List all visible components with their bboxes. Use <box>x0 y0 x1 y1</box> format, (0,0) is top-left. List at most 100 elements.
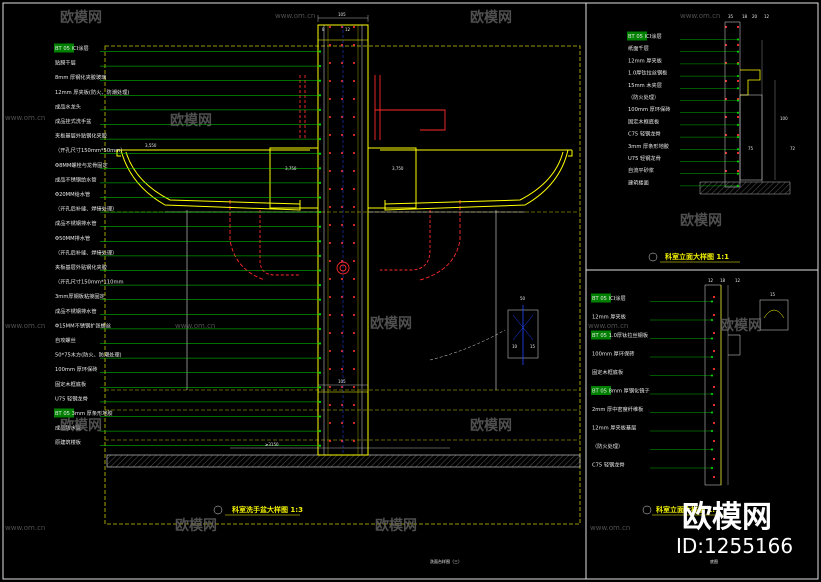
main-leader-dot-12 <box>318 225 322 228</box>
main-leader-dot-21 <box>318 356 322 360</box>
main-label-17: 3mm厚钢板粘接固定 <box>55 292 105 300</box>
watermark-brand-9: 欧模网 <box>375 517 417 534</box>
right-bottom-leader-dot-8 <box>710 448 714 451</box>
corner-id: ID:1255166 <box>676 534 793 558</box>
small-dim-a: 50 <box>520 296 526 301</box>
dim-top-a: 8 <box>322 27 325 32</box>
material-tag-box <box>627 31 647 41</box>
right-bottom-dim-2: 12 <box>735 278 741 283</box>
right-bottom-leader-dot-5 <box>710 392 714 396</box>
main-leader-dot-15 <box>318 269 322 272</box>
watermark-brand-2: 欧模网 <box>470 9 512 26</box>
watermark-url-7: www.om.cn <box>5 524 45 532</box>
watermark-brand-8: 欧模网 <box>175 517 217 534</box>
watermark-url-6: www.om.cn <box>5 114 45 122</box>
main-leader-dot-22 <box>318 371 322 374</box>
right-top-leader-dot-1 <box>736 50 740 53</box>
main-scale-note: 洗面台样图（三） <box>430 558 462 564</box>
right-top-label-6: 100mm 厚环保砖 <box>628 105 670 113</box>
main-label-3: 12mm 厚夹板(防火、防潮处理) <box>55 88 129 96</box>
dim-bottom-total: ≥3150 <box>265 442 279 447</box>
right-top-leader-dot-8 <box>736 136 740 139</box>
right-bottom-leader-dot-3 <box>710 355 714 359</box>
main-label-6: 夹板基层外贴钢化夹胶 <box>55 132 107 140</box>
sink-dim-right: 3,750 <box>392 166 404 171</box>
floor-slab <box>106 454 581 468</box>
watermark-layer: 欧模网 www.om.cn 欧模网 www.om.cn 欧模网 欧模网 www.… <box>5 9 762 534</box>
main-leader-dot-4 <box>318 108 322 112</box>
material-tag-box <box>591 330 611 340</box>
watermark-brand-10: 欧模网 <box>720 317 762 334</box>
main-leader-dot-26 <box>318 429 322 433</box>
main-label-4: 成品水龙头 <box>55 102 81 110</box>
main-leader-dot-18 <box>318 313 322 316</box>
main-leader-dot-3 <box>318 94 322 97</box>
right-bottom-label-0: BT 05 ICI涂层 <box>592 294 626 302</box>
right-bottom-drawing <box>704 284 789 486</box>
right-top-dim-2: 20 <box>752 14 758 19</box>
sink-basin <box>116 147 573 211</box>
main-leader-dot-20 <box>318 342 322 345</box>
main-leader-dot-17 <box>318 298 322 301</box>
right-top-label-8: C75 轻钢龙骨 <box>628 130 661 138</box>
main-label-0: BT 05 ICI涂层 <box>55 44 89 52</box>
right-bottom-leader-dot-6 <box>710 411 714 414</box>
right-top-leaders <box>680 38 740 187</box>
right-top-label-11: 自流平砂浆 <box>628 166 654 174</box>
right-bottom-leader-dot-1 <box>710 318 714 322</box>
watermark-brand-6: 欧模网 <box>60 417 102 434</box>
main-label-20: 自攻螺丝 <box>55 336 76 344</box>
main-leader-dot-1 <box>318 64 322 68</box>
main-label-27: 原建筑楼板 <box>55 438 82 446</box>
leader-lines <box>100 50 322 447</box>
dimension-marks <box>230 15 450 449</box>
material-tag-box <box>54 43 74 53</box>
main-label-24: U75 轻钢龙骨 <box>55 394 88 402</box>
main-leader-dot-7 <box>318 152 322 155</box>
main-label-15: 夹板基层外贴钢化夹胶 <box>55 263 107 271</box>
main-label-13: Φ50MM排水管 <box>55 234 90 242</box>
right-top-label-12: 建筑楼面 <box>628 178 649 186</box>
right-bottom-leader-dot-4 <box>710 374 714 377</box>
watermark-url-4: www.om.cn <box>588 322 628 330</box>
right-top-label-3: 1.0厚钛拉丝钢板 <box>628 69 668 77</box>
right-top-leader-dot-4 <box>736 87 740 90</box>
right-top-leader-dot-7 <box>736 123 740 126</box>
main-leader-dot-11 <box>318 210 322 214</box>
right-bottom-label-7: 12mm 厚夹板基层 <box>592 424 636 432</box>
right-top-leader-dot-9 <box>736 148 740 151</box>
main-leader-dot-6 <box>318 137 322 141</box>
main-label-21: 50*75木方(防火、防潮处理) <box>55 351 122 359</box>
main-leader-dot-10 <box>318 196 322 199</box>
right-bottom-leader-dot-9 <box>710 466 714 470</box>
main-label-26: 成品防水层 <box>55 424 81 432</box>
dim-top-width: 105 <box>338 12 346 17</box>
right-bottom-dim-0: 12 <box>708 278 714 283</box>
right-top-leader-dot-10 <box>736 160 740 163</box>
main-label-19: Φ15MM不锈钢扩张螺丝 <box>55 321 111 329</box>
right-bottom-label-9: C75 轻钢龙骨 <box>592 461 625 469</box>
main-leader-dot-24 <box>318 400 322 404</box>
main-label-16: （开孔尺寸150mm*110mm <box>55 278 124 286</box>
right-top-dim-0: 35 <box>728 14 734 19</box>
watermark-url-5: www.om.cn <box>5 322 45 330</box>
main-label-1: 贴膜千层 <box>55 59 76 67</box>
right-bottom-leaders <box>650 300 714 470</box>
main-label-8: Φ8MM螺栓与龙骨固定 <box>55 161 108 169</box>
watermark-brand-5: 欧模网 <box>370 315 412 332</box>
right-top-leader-dot-5 <box>736 99 740 102</box>
right-bottom-title: 科室立面大样图 1:1 <box>656 505 720 514</box>
main-title: 科室洗手盆大样图 1:3 <box>232 505 303 514</box>
main-label-9: 成品不锈钢给水管 <box>55 175 97 183</box>
right-bottom-leader-dot-0 <box>710 300 714 303</box>
watermark-brand-3: 欧模网 <box>170 112 212 129</box>
small-dim-b: 10 <box>512 344 518 349</box>
sink-dim-left: 3,550 <box>145 143 157 148</box>
right-top-dim-4: 72 <box>790 146 796 151</box>
main-label-2: 8mm 厚钢化夹胶玻璃 <box>55 73 106 81</box>
right-bottom-label-2: BT 05 1.0厚钛拉丝钢板 <box>592 331 649 339</box>
main-label-11: （开孔后补缝、焊接处理） <box>55 205 117 213</box>
main-leader-dot-8 <box>318 167 322 170</box>
